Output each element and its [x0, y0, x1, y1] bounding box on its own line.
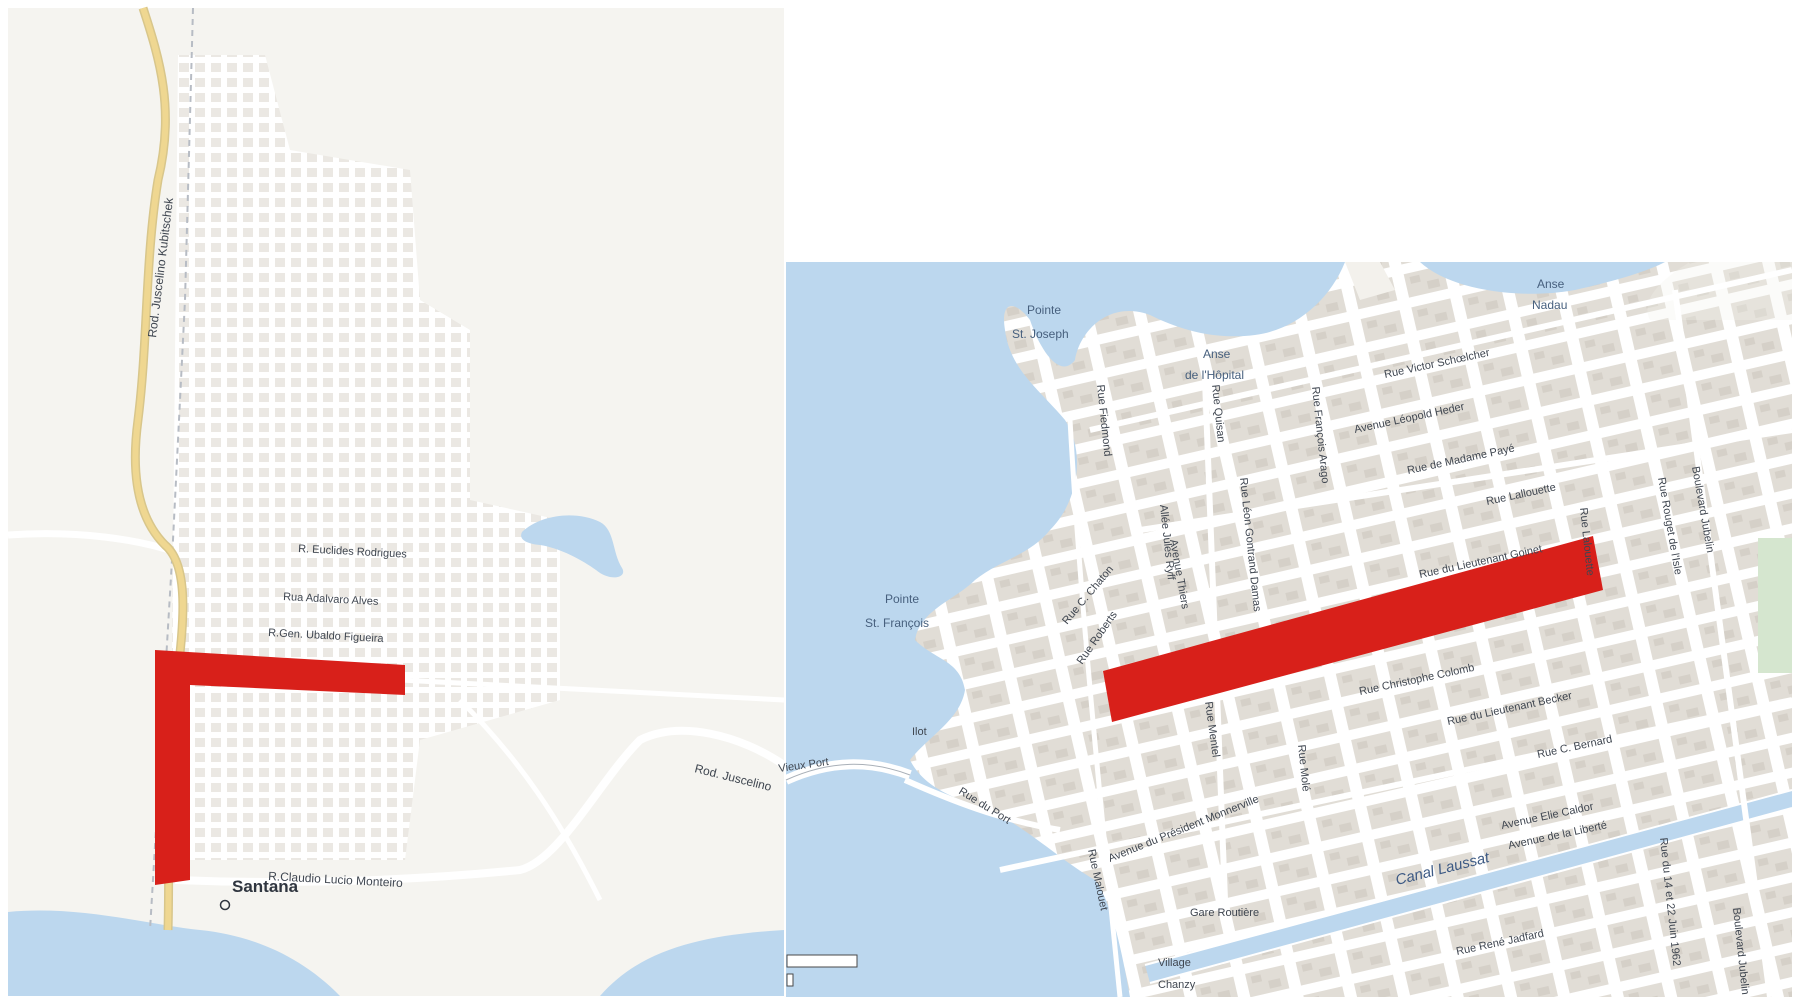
road-monnerville	[999, 697, 1793, 873]
scale-bar	[786, 954, 858, 968]
left-road-diagonal	[458, 698, 603, 902]
scale-bar-tick	[786, 973, 794, 987]
left-lake	[521, 515, 624, 578]
right-map: Pointe St. Joseph Anse de l'Hôpital Anse…	[778, 262, 1793, 997]
left-sea-west	[8, 910, 340, 996]
label-pointe-joseph-1: Pointe	[1027, 303, 1061, 317]
road-fiedmond	[1067, 419, 1123, 997]
label-pointe-joseph-2: St. Joseph	[1012, 327, 1069, 341]
left-road-west	[7, 530, 177, 556]
left-sea-east	[600, 930, 784, 996]
label-anse-nadau-1: Anse	[1537, 277, 1565, 291]
label-gare-routiere: Gare Routière	[1190, 907, 1259, 919]
label-anse-hopital-2: de l'Hôpital	[1185, 368, 1244, 382]
label-anse-hopital-1: Anse	[1203, 347, 1231, 361]
label-rue-mole: Rue Molé	[1295, 744, 1312, 792]
label-santana: Santana	[232, 877, 299, 896]
road-jubelin	[1672, 289, 1773, 997]
road-port	[903, 777, 1061, 833]
label-village: Village	[1158, 957, 1191, 969]
right-bridge-outline	[785, 763, 911, 781]
label-pointe-francois-1: Pointe	[885, 592, 919, 606]
santana-city-marker-icon	[219, 899, 231, 911]
left-highlight-route	[155, 650, 405, 885]
right-canal-edge-bottom	[1149, 807, 1793, 984]
label-adalvaro-alves: Rua Adalvaro Alves	[283, 591, 379, 608]
right-land-top	[1345, 262, 1395, 300]
left-road-east-straight	[399, 677, 785, 703]
right-anse-nadau-water	[1420, 262, 1665, 294]
label-village-2: Chanzy	[1158, 979, 1196, 991]
right-highlight-segment	[1103, 536, 1603, 722]
left-road-rodjk-east	[174, 726, 787, 886]
label-ilot: Ilot	[912, 726, 927, 738]
road-lallouette	[1139, 427, 1793, 533]
road-guisan	[1202, 379, 1228, 901]
right-park	[1758, 538, 1792, 673]
label-pointe-francois-2: St. François	[865, 616, 929, 630]
label-anse-nadau-2: Nadau	[1532, 298, 1567, 312]
right-canal	[1145, 790, 1792, 983]
label-euclides-rodrigues: R. Euclides Rodrigues	[298, 543, 408, 561]
right-canal-edge-top	[1144, 789, 1793, 966]
left-map: Rod. Juscelino Kubitschek Rod. Juscelino…	[7, 6, 787, 996]
